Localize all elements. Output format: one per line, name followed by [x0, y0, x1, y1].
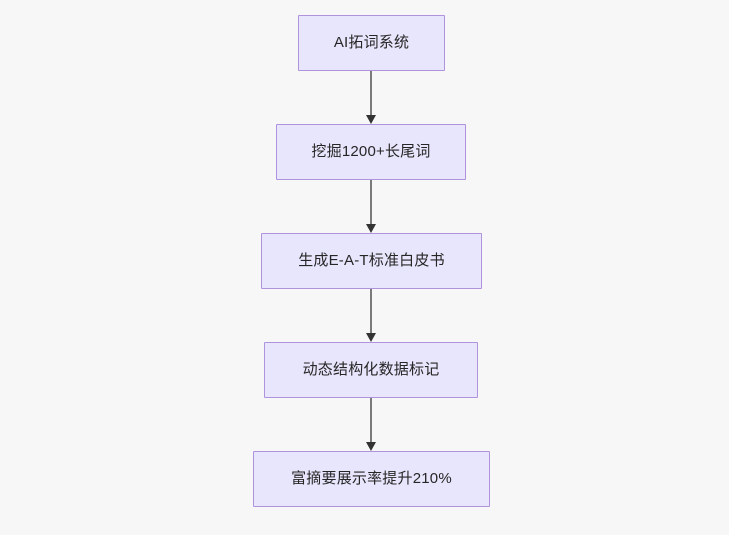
- connector-arrow-n4-n5: [361, 398, 381, 451]
- connector-arrow-n2-n3: [361, 180, 381, 233]
- node-label: AI拓词系统: [333, 34, 410, 51]
- flowchart-node-rich-snippet-rate-increase[interactable]: 富摘要展示率提升210%: [253, 451, 490, 507]
- connector-line: [370, 398, 372, 442]
- flowchart-node-dynamic-structured-data-markup[interactable]: 动态结构化数据标记: [264, 342, 478, 398]
- arrowhead-icon: [366, 333, 376, 342]
- node-label: 富摘要展示率提升210%: [291, 470, 452, 487]
- connector-line: [370, 71, 372, 115]
- arrowhead-icon: [366, 115, 376, 124]
- connector-arrow-n3-n4: [361, 289, 381, 342]
- node-label: 动态结构化数据标记: [302, 361, 440, 378]
- connector-line: [370, 289, 372, 333]
- flowchart-node-mine-longtail-keywords[interactable]: 挖掘1200+长尾词: [276, 124, 466, 180]
- flowchart-node-generate-eat-whitepaper[interactable]: 生成E-A-T标准白皮书: [261, 233, 482, 289]
- arrowhead-icon: [366, 224, 376, 233]
- node-label: 挖掘1200+长尾词: [311, 143, 431, 160]
- connector-arrow-n1-n2: [361, 71, 381, 124]
- flowchart-node-ai-keyword-system[interactable]: AI拓词系统: [298, 15, 445, 71]
- connector-line: [370, 180, 372, 224]
- arrowhead-icon: [366, 442, 376, 451]
- node-label: 生成E-A-T标准白皮书: [298, 252, 445, 269]
